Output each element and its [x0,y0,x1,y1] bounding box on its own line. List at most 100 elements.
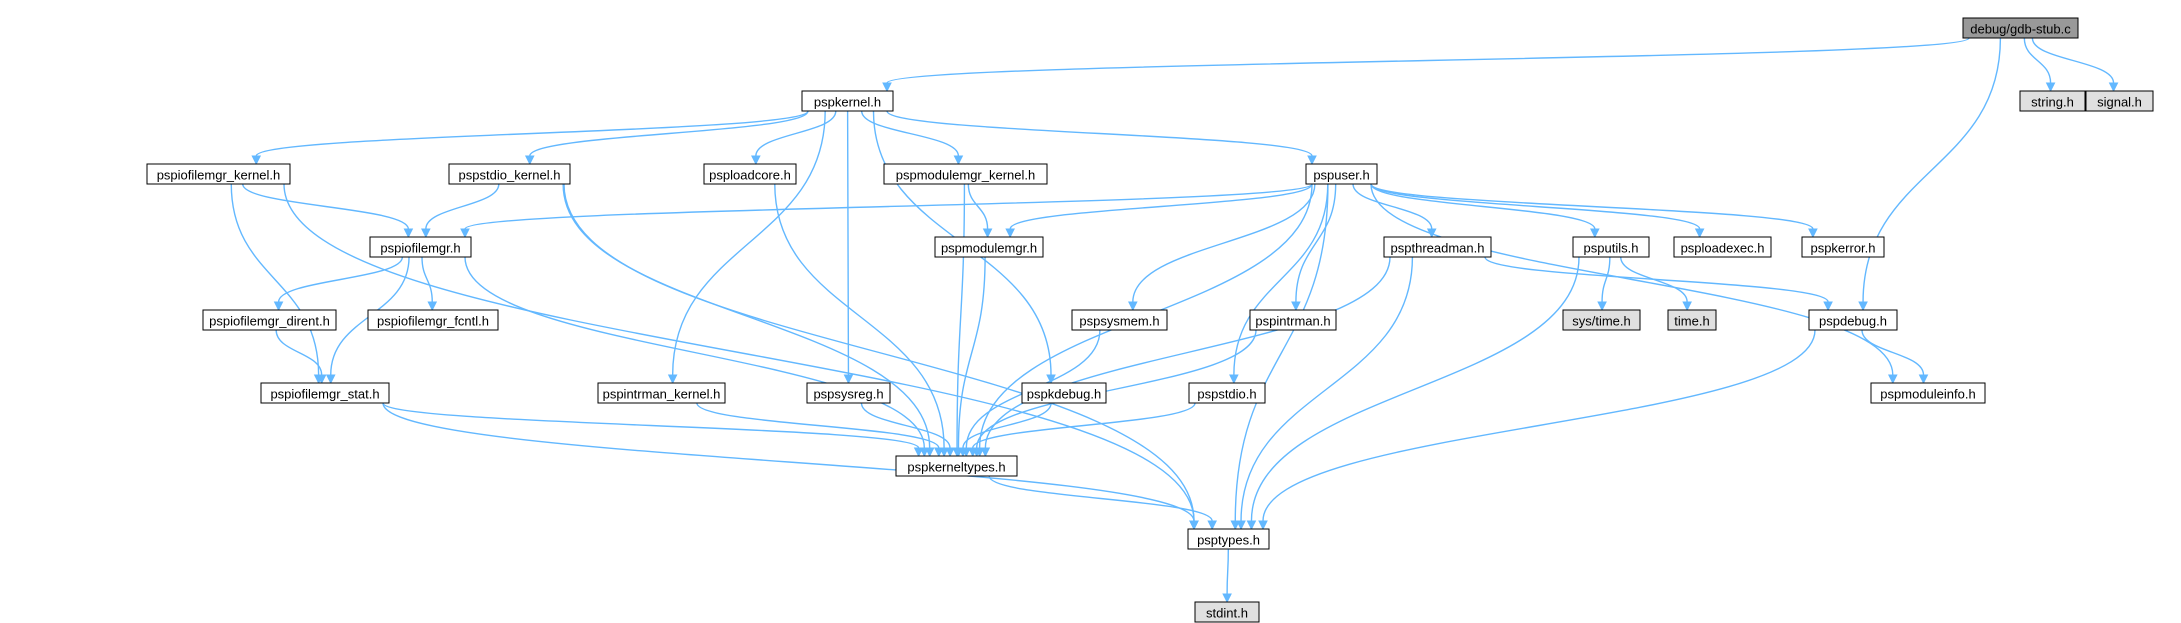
edge-arrowhead [945,447,955,458]
node-box [1870,382,1986,404]
edge-pspkernel-to-modkernel [860,110,964,166]
node-label: pspsysmem.h [1079,314,1159,329]
edge-pspuser-to-psptypes [1230,183,1329,531]
edge-arrowhead [1291,301,1301,312]
node-intrman[interactable]: pspintrman.h [1249,309,1337,331]
edge-arrowhead [953,155,964,166]
edge-line [382,402,920,449]
edge-arrowhead [1230,520,1241,531]
edge-line [1484,256,1829,303]
node-fcntl[interactable]: pspiofilemgr_fcntl.h [367,309,499,331]
node-intrkernel[interactable]: pspintrman_kernel.h [597,382,726,404]
node-gdbstub[interactable]: debug/gdb-stub.c [1962,17,2079,39]
edge-arrowhead [2108,82,2119,93]
edge-line [464,256,926,449]
node-iofkernel[interactable]: pspiofilemgr_kernel.h [146,163,291,185]
node-psptypes[interactable]: psptypes.h [1187,528,1270,550]
edge-arrowhead [967,447,978,458]
edge-stdiokernel-to-psptypes [563,183,1199,531]
node-moduleinfo[interactable]: pspmoduleinfo.h [1870,382,1986,404]
edge-line [277,256,404,303]
node-label: stdint.h [1206,606,1248,621]
edge-pspkernel-to-iofkernel [251,110,809,166]
edge-arrowhead [1236,520,1246,531]
edge-line [957,256,986,449]
node-kerneltypes[interactable]: pspkerneltypes.h [895,455,1018,477]
node-box [895,455,1018,477]
edge-psputils-to-psptypes [1246,256,1580,531]
node-pspkerror[interactable]: pspkerror.h [1801,236,1885,258]
edge-arrowhead [1246,520,1257,531]
edge-line [425,183,500,230]
node-iofilemgr[interactable]: pspiofilemgr.h [369,236,472,258]
edge-stdiokernel-to-kerneltypes [562,183,935,458]
node-box [260,382,390,404]
edge-line [1620,256,1688,303]
edge-gdbstub-to-pspkernel [882,37,1970,93]
node-box [806,382,891,404]
edge-line [2031,37,2115,84]
edge-iofkernel-to-iofilemgr [242,183,414,239]
edge-arrowhead [1189,520,1199,531]
node-box [369,236,472,258]
node-sysreg[interactable]: pspsysreg.h [806,382,891,404]
edge-arrowhead [1222,593,1232,604]
edge-line [1233,183,1329,376]
edge-pspkernel-to-stdiokernel [524,110,809,166]
node-label: pspintrman_kernel.h [603,387,721,402]
node-box [1572,236,1650,258]
edge-line [382,402,1195,522]
edge-iofilemgr-to-kerneltypes [464,256,930,458]
node-box [1667,309,1717,331]
node-label: pspstdio.h [1197,387,1256,402]
edge-arrowhead [1128,301,1138,312]
node-kdebug[interactable]: pspkdebug.h [1021,382,1107,404]
edge-arrowhead [421,228,431,239]
node-stdint: stdint.h [1194,601,1260,623]
edge-threadman-to-psptypes [1236,256,1414,531]
node-box [1194,601,1260,623]
node-modulemgr[interactable]: pspmodulemgr.h [934,236,1044,258]
edge-arrowhead [316,374,327,385]
node-label: pspthreadman.h [1391,241,1485,256]
node-string: string.h [2019,90,2086,112]
edge-loadcore-to-kerneltypes [774,183,949,458]
node-modkernel[interactable]: pspmodulemgr_kernel.h [883,163,1048,185]
edge-iofkernel-to-iofstat [230,183,324,385]
node-pspstdio[interactable]: pspstdio.h [1188,382,1266,404]
edge-pspuser-to-iofilemgr [460,183,1313,239]
edge-arrowhead [1005,228,1015,239]
node-label: pspiofilemgr_kernel.h [157,168,281,183]
edge-dirent-to-iofstat [275,329,327,385]
edge-arrowhead [958,447,968,458]
node-pspkernel[interactable]: pspkernel.h [801,90,894,112]
node-psputils[interactable]: psputils.h [1572,236,1650,258]
edge-sysreg-to-kerneltypes [860,402,955,458]
node-threadman[interactable]: pspthreadman.h [1383,236,1492,258]
node-signal: signal.h [2085,90,2154,112]
node-loadexec[interactable]: psploadexec.h [1673,236,1772,258]
edge-line [562,183,931,449]
edge-arrowhead [1858,301,1868,312]
node-sysmem[interactable]: pspsysmem.h [1071,309,1168,331]
node-label: pspstdio_kernel.h [459,168,561,183]
edge-line [1262,329,1816,522]
node-box [202,309,337,331]
node-stdiokernel[interactable]: pspstdio_kernel.h [448,163,571,185]
node-dirent[interactable]: pspiofilemgr_dirent.h [202,309,337,331]
node-pspuser[interactable]: pspuser.h [1305,163,1378,185]
node-label: psploadcore.h [709,168,791,183]
node-iofstat[interactable]: pspiofilemgr_stat.h [260,382,390,404]
edge-threadman-to-pspdebug [1484,256,1833,312]
edge-line [1132,183,1316,303]
node-label: debug/gdb-stub.c [1970,22,2071,37]
edge-line [464,183,1313,230]
edge-arrowhead [982,228,993,239]
node-box [883,163,1048,185]
edge-threadman-to-kerneltypes [980,256,1391,458]
edge-line [967,183,989,230]
node-loadcore[interactable]: psploadcore.h [703,163,797,185]
edge-arrowhead [1597,301,1607,312]
edge-gdbstub-to-signal [2031,37,2119,93]
node-pspdebug[interactable]: pspdebug.h [1808,309,1898,331]
